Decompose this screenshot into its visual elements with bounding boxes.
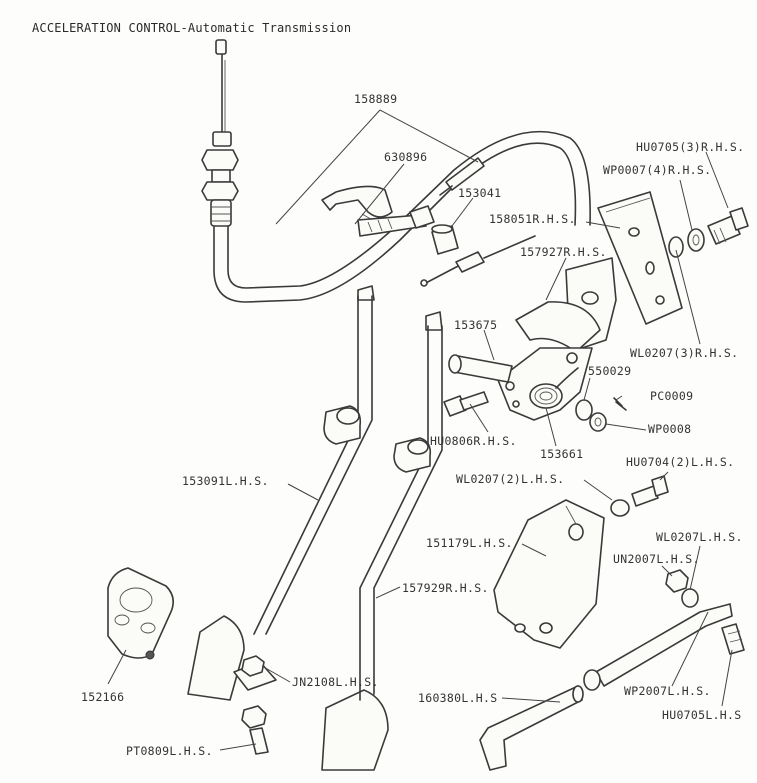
label-wl0207-lhs: WL0207L.H.S.: [656, 530, 743, 544]
rhs-bolt-set: [668, 207, 749, 258]
label-wl0207-2: WL0207(2)L.H.S.: [456, 472, 565, 486]
cable-rod: [420, 235, 536, 287]
label-153661: 153661: [540, 447, 584, 461]
label-152166: 152166: [81, 690, 125, 704]
leader-lines: [107, 109, 733, 751]
label-hu0806: HU0806R.H.S.: [430, 434, 517, 448]
bolt-hu0704: [610, 475, 669, 517]
label-pc0009: PC0009: [650, 389, 694, 403]
label-157927: 157927R.H.S.: [520, 245, 607, 259]
label-pt0809: PT0809L.H.S.: [126, 744, 213, 758]
label-hu0705-rhs: HU0705(3)R.H.S.: [636, 140, 745, 154]
mounting-plate-rhs: [597, 191, 683, 325]
label-160380: 160380L.H.S: [418, 691, 498, 705]
link-rod-160380: [479, 603, 733, 771]
label-wp0008: WP0008: [648, 422, 692, 436]
label-jn2108: JN2108L.H.S.: [292, 675, 379, 689]
bolt-hu0705-lhs: [721, 623, 745, 655]
label-158051: 158051R.H.S.: [489, 212, 576, 226]
sleeve-153041: [431, 224, 459, 255]
label-wl0207-rhs: WL0207(3)R.H.S.: [630, 346, 739, 360]
bell-crank-157927: [497, 257, 617, 421]
label-153675: 153675: [454, 318, 498, 332]
label-153041: 153041: [458, 186, 502, 200]
bracket-151179: [493, 499, 605, 649]
pivot-pin: [448, 354, 513, 383]
label-hu0704: HU0704(2)L.H.S.: [626, 455, 735, 469]
label-630896: 630896: [384, 150, 428, 164]
accelerator-lever: [253, 285, 375, 635]
cable-clip: [321, 185, 435, 237]
label-550029: 550029: [588, 364, 632, 378]
label-wp2007: WP2007L.H.S.: [624, 684, 711, 698]
label-157929: 157929R.H.S.: [402, 581, 489, 595]
label-hu0705-lhs: HU0705L.H.S: [662, 708, 742, 722]
pedal-lever-157929: [359, 311, 443, 701]
label-un2007: UN2007L.H.S.: [613, 552, 700, 566]
label-158889: 158889: [354, 92, 398, 106]
label-151179: 151179L.H.S.: [426, 536, 513, 550]
label-153091: 153091L.H.S.: [182, 474, 269, 488]
return-spring: [529, 367, 579, 409]
pedal-fasteners: [233, 655, 277, 755]
pedal-pads: [187, 615, 389, 771]
diagram-title: ACCELERATION CONTROL-Automatic Transmiss…: [32, 21, 352, 35]
label-wp0007: WP0007(4)R.H.S.: [603, 163, 712, 177]
throttle-cable: [201, 39, 591, 303]
bolt-hu0806: [443, 391, 489, 417]
pedal-rubber-pad: [107, 567, 174, 660]
